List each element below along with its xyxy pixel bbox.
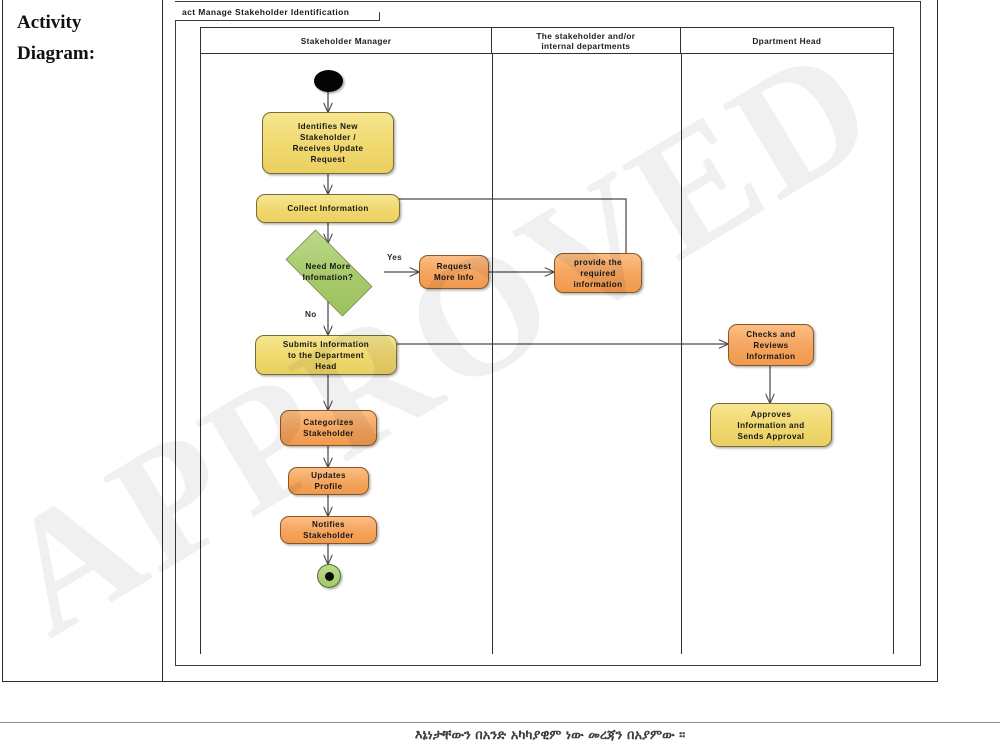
diagram-cell: act Manage Stakeholder Identification St… [163,0,937,681]
swimlane-container: Stakeholder Manager The stakeholder and/… [200,27,894,655]
swimlane-header-department-head: Dpartment Head [752,35,822,46]
swimlane-divider-right [893,54,894,654]
document-table: Activity Diagram: act Manage Stakeholder… [2,0,938,682]
initial-node [314,70,343,92]
edge-label-no: No [305,310,317,319]
swimlane-divider-left [200,54,201,654]
footer-text: እኔነታቸውን በአንድ አካካያዊም ነው መረጃን በአያምው ። [414,728,686,743]
flow-connectors [200,91,894,655]
swimlane-divider-2 [681,54,682,654]
final-node-center [324,571,334,581]
edge-label-yes: Yes [387,253,403,262]
uml-activity-frame: act Manage Stakeholder Identification St… [175,1,921,666]
row-label-line-2: Diagram: [17,43,96,64]
swimlane-divider-1 [492,54,493,654]
frame-title-tab: act Manage Stakeholder Identification [175,1,380,21]
row-label-line-1: Activity [17,12,82,33]
row-label-cell: Activity Diagram: [3,0,163,681]
final-node [317,564,341,588]
swimlane-body [200,54,894,655]
swimlane-header-stakeholder-manager: Stakeholder Manager [201,28,493,53]
activity-collect-information[interactable]: Collect Information [256,194,400,223]
swimlane-header-row: Stakeholder Manager The stakeholder and/… [200,27,894,54]
footer-divider [0,722,1000,723]
